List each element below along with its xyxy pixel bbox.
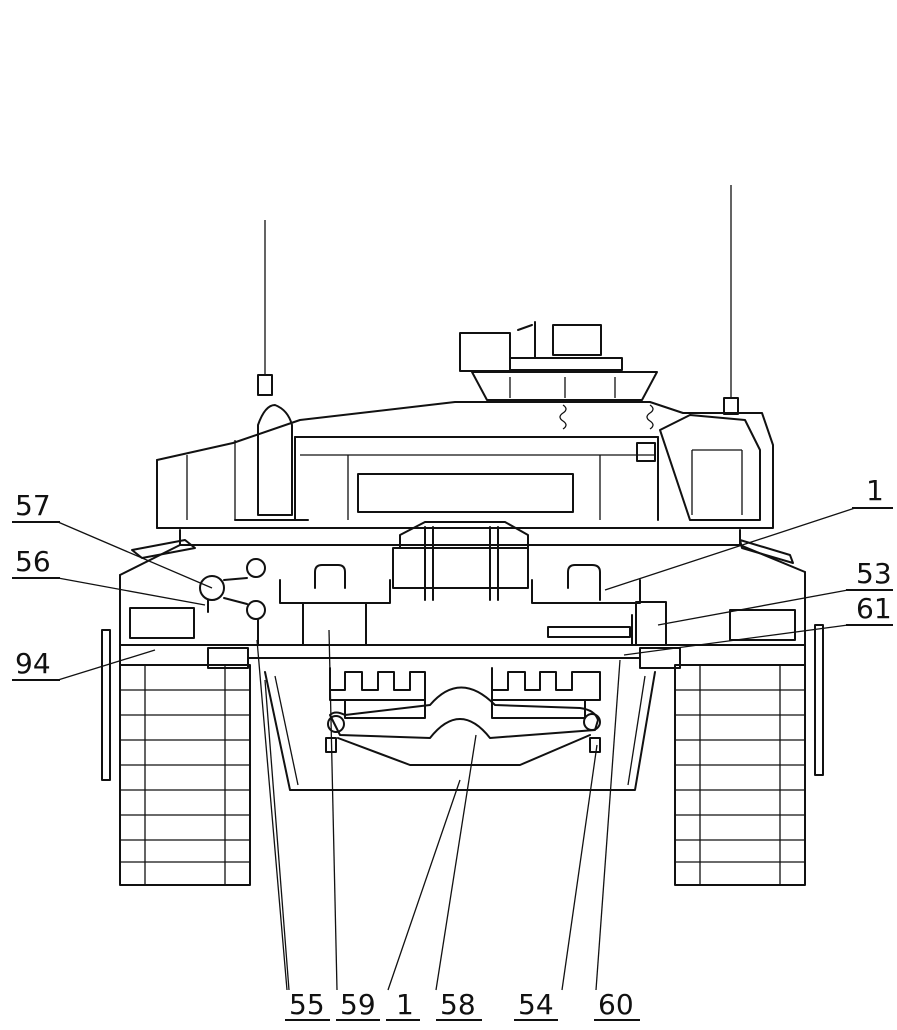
track-left <box>101 629 251 886</box>
callout-53: 53 <box>856 557 892 590</box>
callout-59: 59 <box>340 988 376 1021</box>
callout-1-top: 1 <box>866 474 884 507</box>
callout-57: 57 <box>15 489 51 522</box>
turret-top <box>459 321 658 401</box>
callout-55: 55 <box>289 988 325 1021</box>
callout-94: 94 <box>15 647 51 680</box>
callout-1-bottom: 1 <box>396 988 414 1021</box>
leader-lines <box>57 507 856 991</box>
hull-lower <box>207 647 681 791</box>
antennas <box>257 185 739 415</box>
callout-56: 56 <box>15 545 51 578</box>
callout-60: 60 <box>598 988 634 1021</box>
plough-arm <box>325 686 601 766</box>
gun-mantlet <box>392 521 529 601</box>
plough-blades <box>329 667 601 719</box>
turret-body <box>156 401 774 529</box>
callout-58: 58 <box>440 988 476 1021</box>
callout-54: 54 <box>518 988 554 1021</box>
callouts: 57 56 94 1 53 61 55 59 1 58 54 60 <box>12 474 893 1021</box>
track-right <box>674 624 824 886</box>
callout-61: 61 <box>856 592 892 625</box>
